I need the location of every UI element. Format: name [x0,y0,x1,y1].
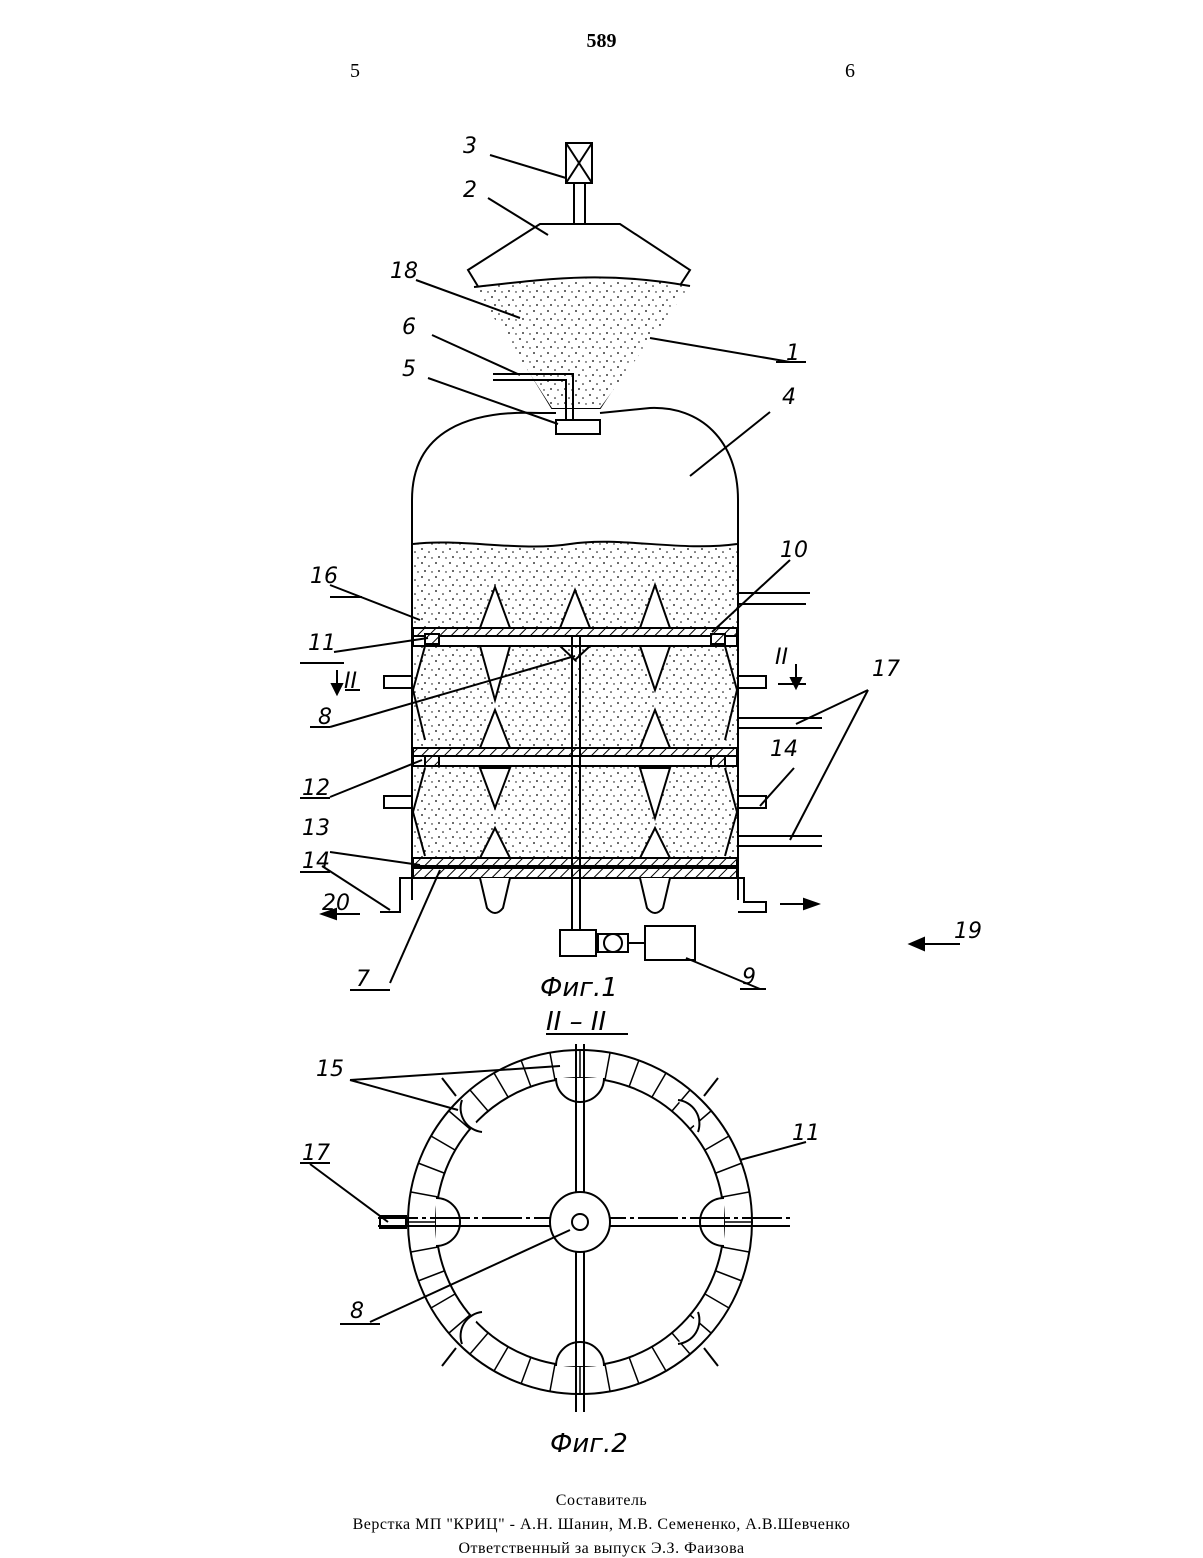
section-mark-left: II [344,669,357,694]
label-7: 7 [356,967,370,992]
patent-drawings: 3 2 18 6 5 1 4 16 10 11 II II 8 12 14 13… [0,0,1203,1490]
footer-layout-credits: Верстка МП "КРИЦ" - А.Н. Шанин, М.В. Сем… [0,1516,1203,1534]
label-11-fig2: 11 [792,1121,820,1146]
label-14-left: 14 [302,849,330,874]
valve-5 [556,420,600,434]
label-9: 9 [742,965,756,990]
label-14-right: 14 [770,737,798,762]
label-6: 6 [402,315,416,340]
figure-1-caption: Фиг.1 [540,973,618,1003]
label-1: 1 [786,341,800,366]
label-17-fig2: 17 [302,1141,330,1166]
label-17: 17 [872,657,900,682]
section-title: II – II [546,1007,606,1037]
grate-12 [413,748,737,756]
label-8: 8 [318,705,332,730]
label-3: 3 [463,134,477,159]
label-8-fig2: 8 [350,1299,364,1324]
label-19: 19 [954,919,982,944]
label-5: 5 [402,357,416,382]
section-mark-right: II [775,645,788,670]
label-2: 2 [463,178,477,203]
figure-2 [300,1044,806,1412]
label-11: 11 [308,631,336,656]
label-18: 18 [390,259,418,284]
grate-13 [413,858,737,866]
label-16: 16 [310,564,338,589]
label-12: 12 [302,776,330,801]
label-20: 20 [322,891,350,916]
footer-compiler: Составитель [0,1492,1203,1510]
grate-10 [413,628,737,636]
bottom-7 [413,868,737,878]
figure-2-labels: 15 11 17 8 Фиг.2 [302,1057,820,1459]
label-15: 15 [316,1057,344,1082]
figure-2-caption: Фиг.2 [550,1429,628,1459]
label-13: 13 [302,816,330,841]
label-10: 10 [780,538,808,563]
label-4: 4 [782,385,796,410]
footer-responsible: Ответственный за выпуск Э.З. Фаизова [0,1540,1203,1558]
